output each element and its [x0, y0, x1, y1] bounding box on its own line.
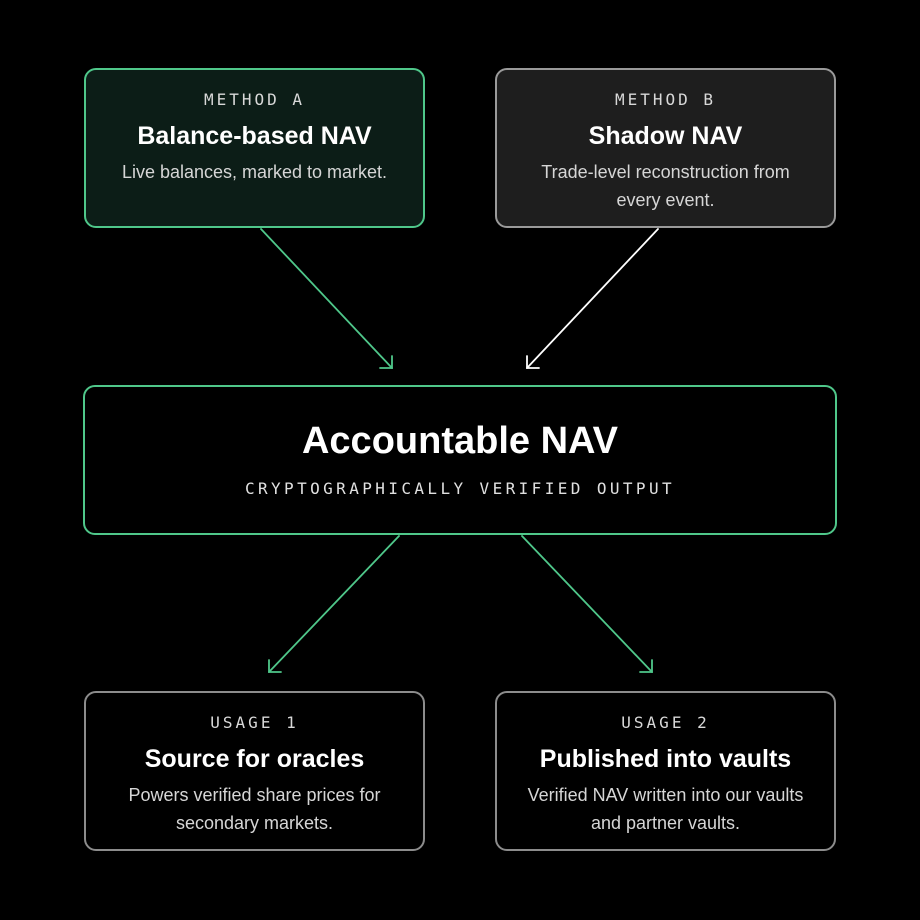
arrow-method-b-to-central	[526, 228, 659, 369]
method-b-title: Shadow NAV	[588, 122, 743, 150]
arrow-central-to-usage-2	[521, 535, 653, 673]
usage-1-card: USAGE 1 Source for oracles Powers verifi…	[84, 691, 425, 851]
method-a-label: METHOD A	[203, 90, 306, 109]
central-title: Accountable NAV	[301, 420, 618, 462]
method-b-description: Trade-level reconstruction from every ev…	[541, 162, 790, 210]
method-b-label: METHOD B	[614, 90, 717, 109]
central-subtitle: CRYPTOGRAPHICALLY VERIFIED OUTPUT	[244, 479, 676, 498]
method-a-card: METHOD A Balance-based NAV Live balances…	[84, 68, 425, 228]
usage-2-label: USAGE 2	[621, 713, 710, 732]
method-b-card: METHOD B Shadow NAV Trade-level reconstr…	[495, 68, 836, 228]
arrow-central-to-usage-1	[268, 535, 400, 673]
usage-1-label: USAGE 1	[210, 713, 299, 732]
arrow-method-a-to-central	[260, 228, 393, 369]
usage-2-title: Published into vaults	[539, 745, 792, 773]
method-a-description: Live balances, marked to market.	[121, 162, 388, 182]
usage-2-description: Verified NAV written into our vaults and…	[527, 785, 804, 833]
usage-2-card: USAGE 2 Published into vaults Verified N…	[495, 691, 836, 851]
usage-1-description: Powers verified share prices for seconda…	[128, 785, 381, 833]
method-a-title: Balance-based NAV	[137, 122, 372, 150]
usage-1-title: Source for oracles	[144, 745, 365, 773]
accountable-nav-card: Accountable NAV CRYPTOGRAPHICALLY VERIFI…	[83, 385, 837, 535]
